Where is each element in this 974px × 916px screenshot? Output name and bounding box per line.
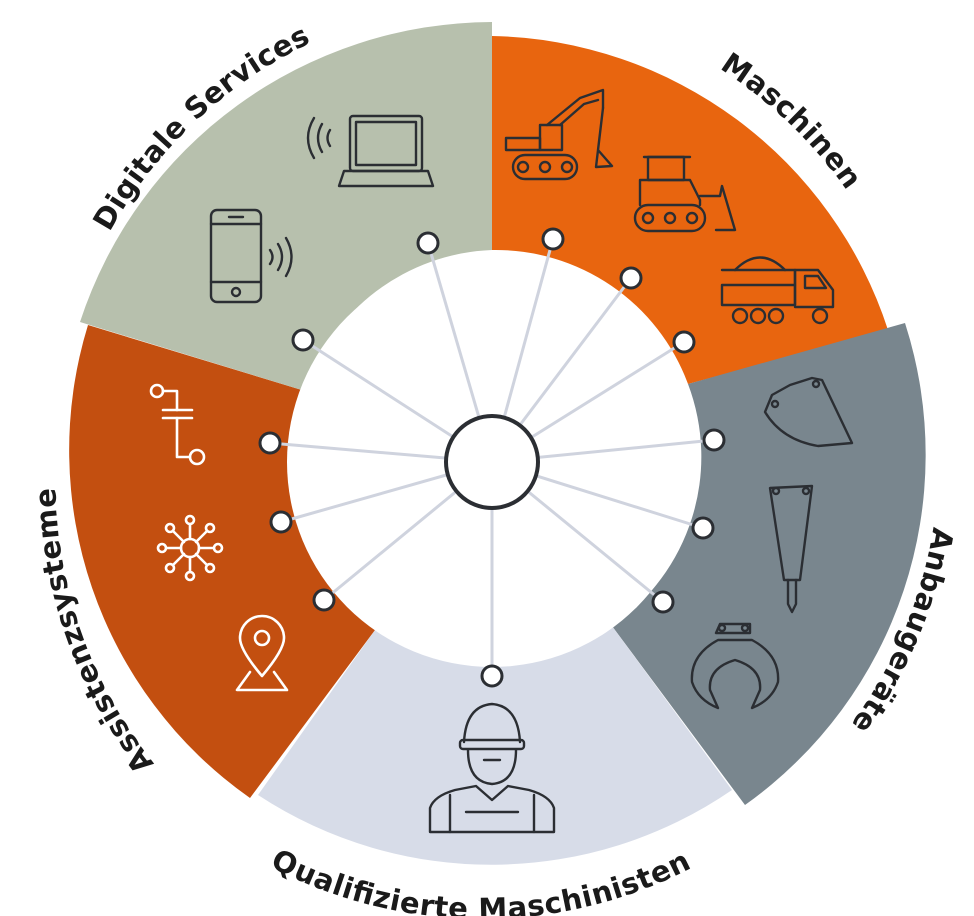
node bbox=[269, 510, 293, 534]
circuit-icon bbox=[149, 383, 206, 466]
node bbox=[672, 330, 696, 354]
laptop-icon bbox=[306, 114, 435, 188]
excavator-icon bbox=[504, 88, 614, 181]
segment-digitale-services bbox=[80, 22, 492, 391]
node bbox=[312, 588, 336, 612]
location-pin-icon bbox=[235, 614, 289, 692]
worker-icon bbox=[428, 702, 556, 834]
segment-maschinen bbox=[492, 36, 888, 384]
dump-truck-icon bbox=[720, 256, 835, 325]
node bbox=[691, 516, 715, 540]
node bbox=[480, 664, 504, 688]
bulldozer-icon bbox=[633, 155, 737, 233]
node bbox=[416, 231, 440, 255]
segment-qualifizierte-maschinisten bbox=[258, 626, 732, 865]
hydraulic-hammer-icon bbox=[768, 484, 814, 614]
node bbox=[258, 431, 282, 455]
node bbox=[651, 590, 675, 614]
hub-circle bbox=[444, 414, 540, 510]
segment-assistenzsysteme bbox=[69, 325, 375, 798]
smartphone-icon bbox=[209, 208, 293, 304]
bucket-icon bbox=[763, 376, 854, 448]
node bbox=[702, 428, 726, 452]
node bbox=[541, 227, 565, 251]
grapple-icon bbox=[690, 622, 780, 710]
node bbox=[619, 266, 643, 290]
node bbox=[291, 328, 315, 352]
network-icon bbox=[156, 514, 224, 582]
nodes bbox=[258, 227, 726, 688]
